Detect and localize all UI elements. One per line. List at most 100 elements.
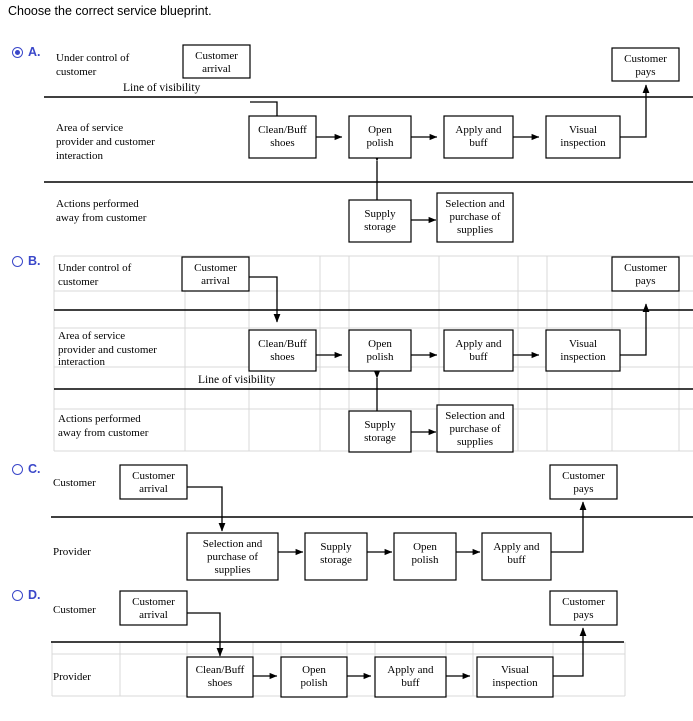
connector-inspection-to-customerpays <box>553 627 587 677</box>
row-label-provider: Provider <box>53 546 91 558</box>
box-label-line: polish <box>301 677 328 689</box>
box-apply-and-buff[interactable]: Apply and buff <box>374 656 447 698</box>
page-title: Choose the correct service blueprint. <box>8 4 212 18</box>
box-customer-pays[interactable]: Customer pays <box>611 256 680 292</box>
option-d-letter: D. <box>28 588 41 602</box>
row-label-line: away from customer <box>56 212 147 224</box>
box-label-line: shoes <box>270 351 294 363</box>
box-customer-pays[interactable]: Customer pays <box>549 464 618 500</box>
box-visual-inspection[interactable]: Visual inspection <box>545 115 621 159</box>
box-label-line: buff <box>401 677 419 689</box>
row-label-line: Under control of <box>56 52 130 64</box>
box-label-line: Customer <box>194 262 237 274</box>
box-clean-buff-shoes[interactable]: Clean/Buff shoes <box>248 329 317 372</box>
box-selection-and-purchase-of-supplies[interactable]: Selection and purchase of supplies <box>186 532 279 581</box>
box-label-line: buff <box>507 554 525 566</box>
box-apply-and-buff[interactable]: Apply and buff <box>443 329 514 372</box>
box-label-line: pays <box>635 66 655 78</box>
row-label-customer: Customer <box>53 477 96 489</box>
blueprint-option-d[interactable]: Customer Provider Customer arrival Custo… <box>0 584 693 719</box>
line-of-visibility-label: Line of visibility <box>123 82 201 94</box>
option-a-radio-group[interactable]: A. <box>12 45 41 59</box>
row-label-line: Area of service <box>58 330 125 342</box>
box-open-polish[interactable]: Open polish <box>348 115 412 159</box>
box-label-line: Visual <box>501 664 529 676</box>
connector-arrival-to-cleanbuff <box>249 276 281 323</box>
radio-option-d[interactable] <box>12 589 23 601</box>
box-visual-inspection[interactable]: Visual inspection <box>545 329 621 372</box>
option-c-radio-group[interactable]: C. <box>12 462 41 476</box>
box-label-line: supplies <box>457 436 493 448</box>
connector-inspection-to-customerpays <box>620 303 650 356</box>
option-b-radio-group[interactable]: B. <box>12 254 41 268</box>
option-a-letter: A. <box>28 45 41 59</box>
box-label-line: shoes <box>270 137 294 149</box>
box-clean-buff-shoes[interactable]: Clean/Buff shoes <box>186 656 254 698</box>
box-label-line: Apply and <box>455 124 502 136</box>
box-label-line: buff <box>469 351 487 363</box>
box-label-line: shoes <box>208 677 232 689</box>
box-customer-arrival[interactable]: Customer arrival <box>181 256 250 292</box>
box-supply-storage[interactable]: Supply storage <box>348 410 412 453</box>
box-label-line: storage <box>364 221 396 233</box>
blueprint-option-c[interactable]: Customer Provider Customer arrival Custo… <box>0 458 693 583</box>
option-b-letter: B. <box>28 254 41 268</box>
radio-option-b[interactable] <box>12 255 23 267</box>
row-label-line: provider and customer <box>58 344 157 356</box>
box-visual-inspection[interactable]: Visual inspection <box>476 656 554 698</box>
box-label-line: supplies <box>214 564 250 576</box>
row-label-line: interaction <box>58 356 106 368</box>
box-label-line: inspection <box>560 351 606 363</box>
box-open-polish[interactable]: Open polish <box>348 329 412 372</box>
box-label-line: Apply and <box>493 541 540 553</box>
box-label-line: Customer <box>132 596 175 608</box>
blueprint-option-b[interactable]: Under control of customer Area of servic… <box>0 250 693 456</box>
connector-arrival-to-cleanbuff <box>187 612 224 657</box>
box-selection-and-purchase-of-supplies[interactable]: Selection and purchase of supplies <box>436 404 514 453</box>
row-label-line: Under control of <box>58 262 132 274</box>
box-label-line: arrival <box>139 483 168 495</box>
row-label-line: customer <box>58 276 99 288</box>
box-customer-arrival[interactable]: Customer arrival <box>119 464 188 500</box>
box-customer-arrival[interactable]: Customer arrival <box>182 44 251 79</box>
box-apply-and-buff[interactable]: Apply and buff <box>443 115 514 159</box>
box-customer-pays[interactable]: Customer pays <box>549 590 618 626</box>
box-supply-storage[interactable]: Supply storage <box>348 199 412 243</box>
row-label-line: interaction <box>56 150 104 162</box>
box-label-line: storage <box>364 432 396 444</box>
box-label-line: purchase of <box>449 423 500 435</box>
box-apply-and-buff[interactable]: Apply and buff <box>481 532 552 581</box>
box-label-line: Clean/Buff <box>196 664 245 676</box>
box-label-line: purchase of <box>449 211 500 223</box>
box-label-line: arrival <box>202 63 231 75</box>
box-label-line: polish <box>367 137 394 149</box>
box-label-line: Selection and <box>203 538 263 550</box>
row-label-line: away from customer <box>58 427 149 439</box>
box-selection-and-purchase-of-supplies[interactable]: Selection and purchase of supplies <box>436 192 514 243</box>
box-open-polish[interactable]: Open polish <box>393 532 457 581</box>
box-clean-buff-shoes[interactable]: Clean/Buff shoes <box>248 115 317 159</box>
blueprint-option-a[interactable]: Under control of customer Area of servic… <box>0 40 693 252</box>
row-label-customer: Customer <box>53 604 96 616</box>
box-label-line: Apply and <box>387 664 434 676</box>
box-label-line: Open <box>302 664 326 676</box>
option-d-radio-group[interactable]: D. <box>12 588 41 602</box>
row-label-line: Actions performed <box>56 198 139 210</box>
row-label-under-control-of-customer: Under control of customer <box>58 262 132 288</box>
connector-applybuff-to-customerpays <box>551 501 587 553</box>
row-label-area-of-service-interaction: Area of service provider and customer in… <box>56 122 155 162</box>
box-label-line: inspection <box>560 137 606 149</box>
box-label-line: pays <box>573 483 593 495</box>
row-label-under-control-of-customer: Under control of customer <box>56 52 130 78</box>
box-open-polish[interactable]: Open polish <box>280 656 348 698</box>
box-label-line: Customer <box>624 262 667 274</box>
box-customer-arrival[interactable]: Customer arrival <box>119 590 188 626</box>
box-supply-storage[interactable]: Supply storage <box>304 532 368 581</box>
box-label-line: storage <box>320 554 352 566</box>
radio-option-c[interactable] <box>12 463 23 475</box>
radio-option-a[interactable] <box>12 46 23 58</box>
box-label-line: Supply <box>364 419 396 431</box>
row-label-provider: Provider <box>53 671 91 683</box>
box-customer-pays[interactable]: Customer pays <box>611 47 680 82</box>
